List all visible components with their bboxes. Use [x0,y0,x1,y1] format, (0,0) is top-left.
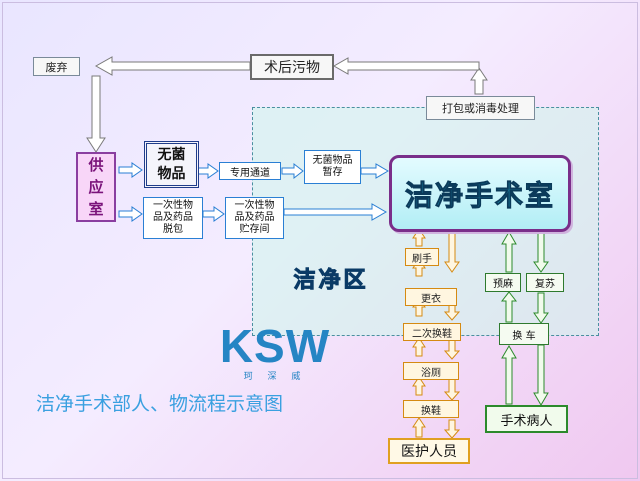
clean-or-label: 洁净手术室 [404,178,555,212]
supply-room-node: 供 应 室 [76,152,116,222]
scrub-label: 刷手 [412,253,432,265]
second-shoe-change-node: 二次换鞋 [403,323,461,341]
logo-subtext: 珂 深 威 [243,371,307,382]
shower-node: 浴厕 [403,362,459,380]
change-cart-node: 换 车 [499,323,549,345]
change-clothes-label: 更衣 [421,293,441,305]
sterile-items-node: 无菌 物品 [144,141,199,188]
disposables-unpack-label: 一次性物 品及药品 脱包 [153,200,193,235]
shower-label: 浴厕 [421,367,441,379]
sterile-items-label: 无菌 物品 [157,146,186,182]
disposables-unpack-node: 一次性物 品及药品 脱包 [143,197,203,239]
change-clothes-node: 更衣 [405,288,457,306]
shoe-change-label: 换鞋 [421,405,441,417]
change-cart-label: 换 车 [512,330,536,342]
recovery-node: 复苏 [526,273,564,292]
scrub-node: 刷手 [405,248,439,266]
dedicated-passage-node: 专用通道 [219,162,281,180]
disposables-store-node: 一次性物 品及药品 贮存间 [225,197,284,239]
sterile-storage-node: 无菌物品 暂存 [304,150,361,184]
medical-staff-node: 医护人员 [388,438,470,464]
pack-disinfect-label: 打包或消毒处理 [442,102,519,115]
postop-waste-node: 术后污物 [250,54,334,80]
logo-text: KSW [219,319,331,372]
clean-zone-label: 洁净区 [293,268,369,294]
arrow-to-postop-waste [332,57,480,75]
disposables-store-label: 一次性物 品及药品 贮存间 [234,200,275,235]
anesthesia-prep-node: 预麻 [485,273,521,292]
patient-flow [500,231,549,406]
postop-waste-label: 术后污物 [264,60,320,76]
clean-or-node: 洁净手术室 [389,155,571,232]
dedicated-passage-label: 专用通道 [230,167,270,179]
staff-flow [412,228,461,439]
second-shoe-change-label: 二次换鞋 [412,328,452,340]
anesthesia-prep-label: 预麻 [493,279,513,290]
pack-disinfect-node: 打包或消毒处理 [426,96,535,120]
discard-label: 废弃 [45,60,68,74]
supply-room-label: 供 应 室 [88,156,104,218]
ksw-logo: KSW 珂 深 威 [219,319,331,385]
surgical-patient-label: 手术病人 [500,413,553,429]
waste-flow [86,56,488,153]
medical-staff-label: 医护人员 [401,444,457,460]
arrow-to-discard [94,56,251,76]
arrow-pack-up [470,67,488,95]
arrow-discard-to-supply [86,75,106,153]
shoe-change-node: 换鞋 [403,400,459,418]
sterile-storage-label: 无菌物品 暂存 [312,155,353,178]
recovery-label: 复苏 [535,279,555,290]
diagram-caption: 洁净手术部人、物流程示意图 [36,392,284,415]
surgical-patient-node: 手术病人 [485,405,568,433]
discard-node: 废弃 [33,57,80,76]
